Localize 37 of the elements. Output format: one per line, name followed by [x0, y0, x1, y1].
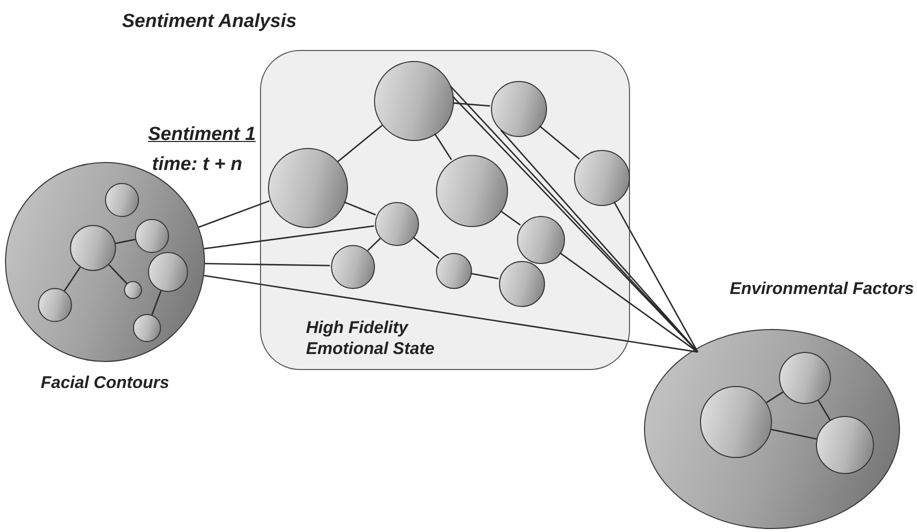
- circle-node: [331, 245, 375, 289]
- connector-line: [204, 262, 330, 266]
- connector-line: [539, 125, 580, 160]
- connector-line: [452, 102, 490, 107]
- connector-line: [412, 236, 440, 260]
- connector-line: [151, 290, 162, 316]
- circle-node: [375, 202, 419, 246]
- connector-line: [818, 400, 831, 420]
- connector-line: [500, 130, 698, 352]
- diagram-title: Sentiment Analysis: [122, 10, 297, 33]
- connector-line: [766, 391, 784, 404]
- connector-line: [500, 210, 521, 226]
- circle-node: [436, 253, 472, 289]
- connector-line: [559, 252, 698, 353]
- connector-line: [470, 272, 499, 280]
- connector-line: [64, 266, 81, 292]
- connector-line: [344, 201, 376, 216]
- connector-line: [204, 225, 374, 250]
- connector-line: [198, 200, 270, 228]
- circle-node: [574, 150, 630, 206]
- connector-line: [771, 428, 817, 440]
- connector-line: [204, 274, 698, 353]
- connector-line: [367, 238, 381, 252]
- circle-node: [491, 81, 547, 137]
- connector-line: [613, 201, 698, 352]
- connector-line: [337, 124, 383, 162]
- node-label: High Fidelity Emotional State: [306, 317, 436, 359]
- annotation-text: time: t + n: [152, 153, 242, 176]
- circle-node: [517, 216, 565, 264]
- rounded-panel: [260, 50, 630, 370]
- node-label: Environmental Factors: [728, 278, 914, 299]
- connector-line: [434, 133, 452, 160]
- node-label: Facial Contours: [40, 372, 170, 393]
- connector-line: [108, 264, 128, 284]
- circle-node: [499, 261, 545, 307]
- annotation-text: Sentiment 1: [148, 123, 256, 146]
- connector-line: [115, 238, 136, 244]
